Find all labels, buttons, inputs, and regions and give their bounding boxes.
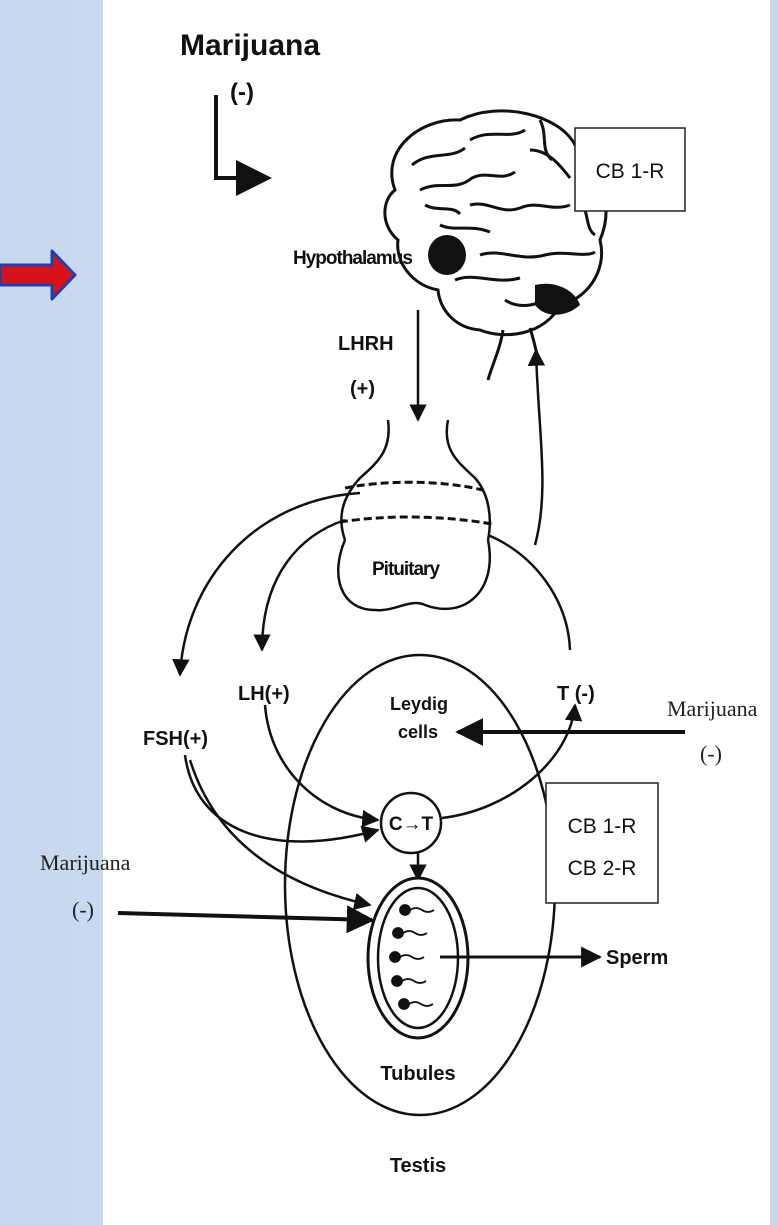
red-pointer-arrow-icon (0, 251, 75, 299)
marijuana-top-arrow (216, 95, 272, 196)
lh-arrow (262, 520, 345, 650)
sperm-label: Sperm (606, 947, 668, 969)
brain-shading (535, 284, 580, 315)
hypothalamus-marker (428, 235, 466, 275)
testis-label: Testis (390, 1155, 446, 1177)
tubules-label: Tubules (380, 1063, 455, 1085)
pituitary-right-loop (488, 535, 570, 650)
fsh-arrow (180, 493, 360, 675)
lh-to-ct-arrow (265, 705, 378, 820)
lhrh-label: LHRH (338, 333, 394, 355)
fsh-label: FSH(+) (143, 728, 208, 750)
feedback-to-brain-arrow (535, 350, 542, 545)
pituitary-gland (338, 420, 492, 610)
fsh-to-ct-arrow (185, 755, 378, 841)
leydig-label-line1: Leydig (390, 694, 448, 714)
testis-receptor-box (546, 783, 658, 903)
testis-receptor-2: CB 2-R (568, 857, 637, 880)
marijuana-left-sign: (-) (72, 897, 94, 922)
conversion-label: C→T (389, 814, 434, 835)
marijuana-top-sign: (-) (230, 79, 254, 106)
testis-receptor-1: CB 1-R (568, 815, 637, 838)
pituitary-label: Pituitary (372, 559, 440, 580)
marijuana-right-label: Marijuana (667, 696, 758, 721)
marijuana-top-label: Marijuana (180, 29, 320, 62)
brain-receptor-label: CB 1-R (596, 160, 665, 183)
hypothalamus-label: Hypothalamus (293, 248, 412, 269)
marijuana-right-sign: (-) (700, 741, 722, 766)
marijuana-left-arrow (118, 913, 372, 920)
fsh-to-tubules-arrow (190, 760, 370, 905)
t-label: T (-) (557, 683, 595, 705)
marijuana-left-label: Marijuana (40, 850, 131, 875)
leydig-label-line2: cells (398, 722, 438, 742)
lh-label: LH(+) (238, 683, 290, 705)
lhrh-sign: (+) (350, 378, 375, 400)
